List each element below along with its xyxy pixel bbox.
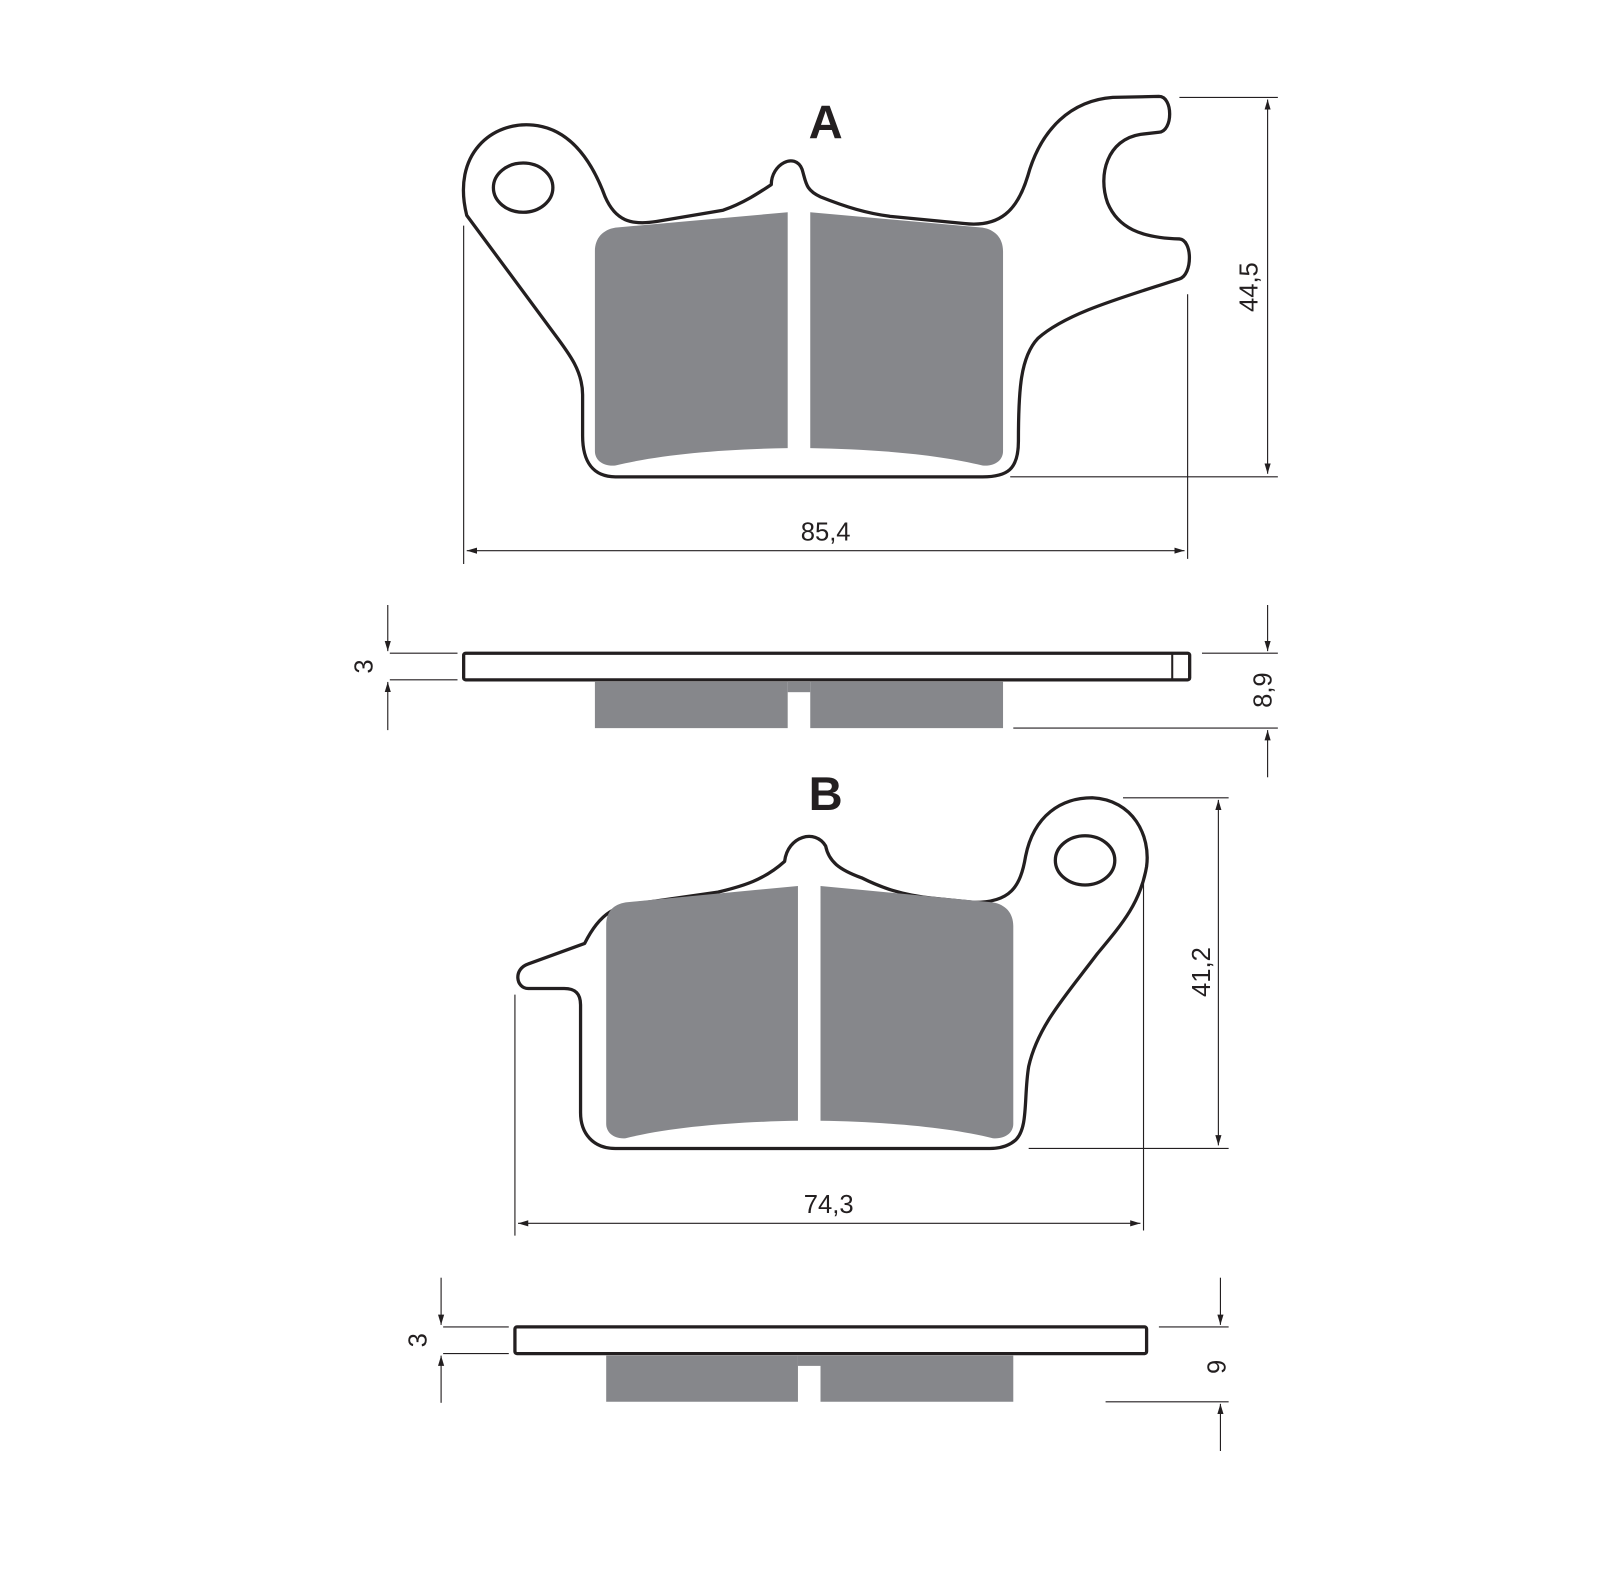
pad-a-front-view: A (461, 94, 1192, 479)
pad-a-width-label: 85,4 (801, 518, 851, 546)
pad-a-label: A (809, 95, 843, 148)
pad-a-side-backplate (462, 651, 1192, 682)
pad-b-side-dimensions: 3 9 (405, 1277, 1232, 1451)
pad-b-side-view (513, 1325, 1149, 1402)
pad-b-side-friction (606, 1355, 1014, 1402)
pad-b-mounting-hole (1053, 834, 1117, 887)
pad-b-friction-right (820, 885, 1014, 1139)
pad-a-dimensions: 85,4 44,5 (463, 96, 1278, 564)
pad-a-side-dimensions: 3 8,9 (350, 605, 1278, 778)
pad-b-label: B (809, 767, 843, 820)
pad-a-side-view (462, 651, 1192, 729)
pad-b-dimensions: 74,3 41,2 (514, 797, 1229, 1236)
pad-a-side-friction (594, 681, 1004, 729)
pad-b-total-thickness-label: 9 (1204, 1360, 1232, 1374)
pad-b-width-label: 74,3 (804, 1191, 854, 1219)
pad-a-backplate-thickness-label: 3 (350, 659, 378, 673)
pad-b-side-backplate (513, 1325, 1149, 1356)
pad-b-backplate-thickness-label: 3 (405, 1333, 433, 1347)
pad-a-height-label: 44,5 (1235, 262, 1263, 312)
pad-b-front-view: B (516, 767, 1149, 1151)
pad-a-mounting-hole (491, 161, 555, 214)
pad-a-total-thickness-label: 8,9 (1250, 672, 1278, 708)
pad-a-friction-right (810, 212, 1004, 466)
pad-b-friction-left (606, 885, 798, 1139)
pad-a-friction-left (594, 212, 788, 466)
pad-b-height-label: 41,2 (1188, 947, 1216, 997)
